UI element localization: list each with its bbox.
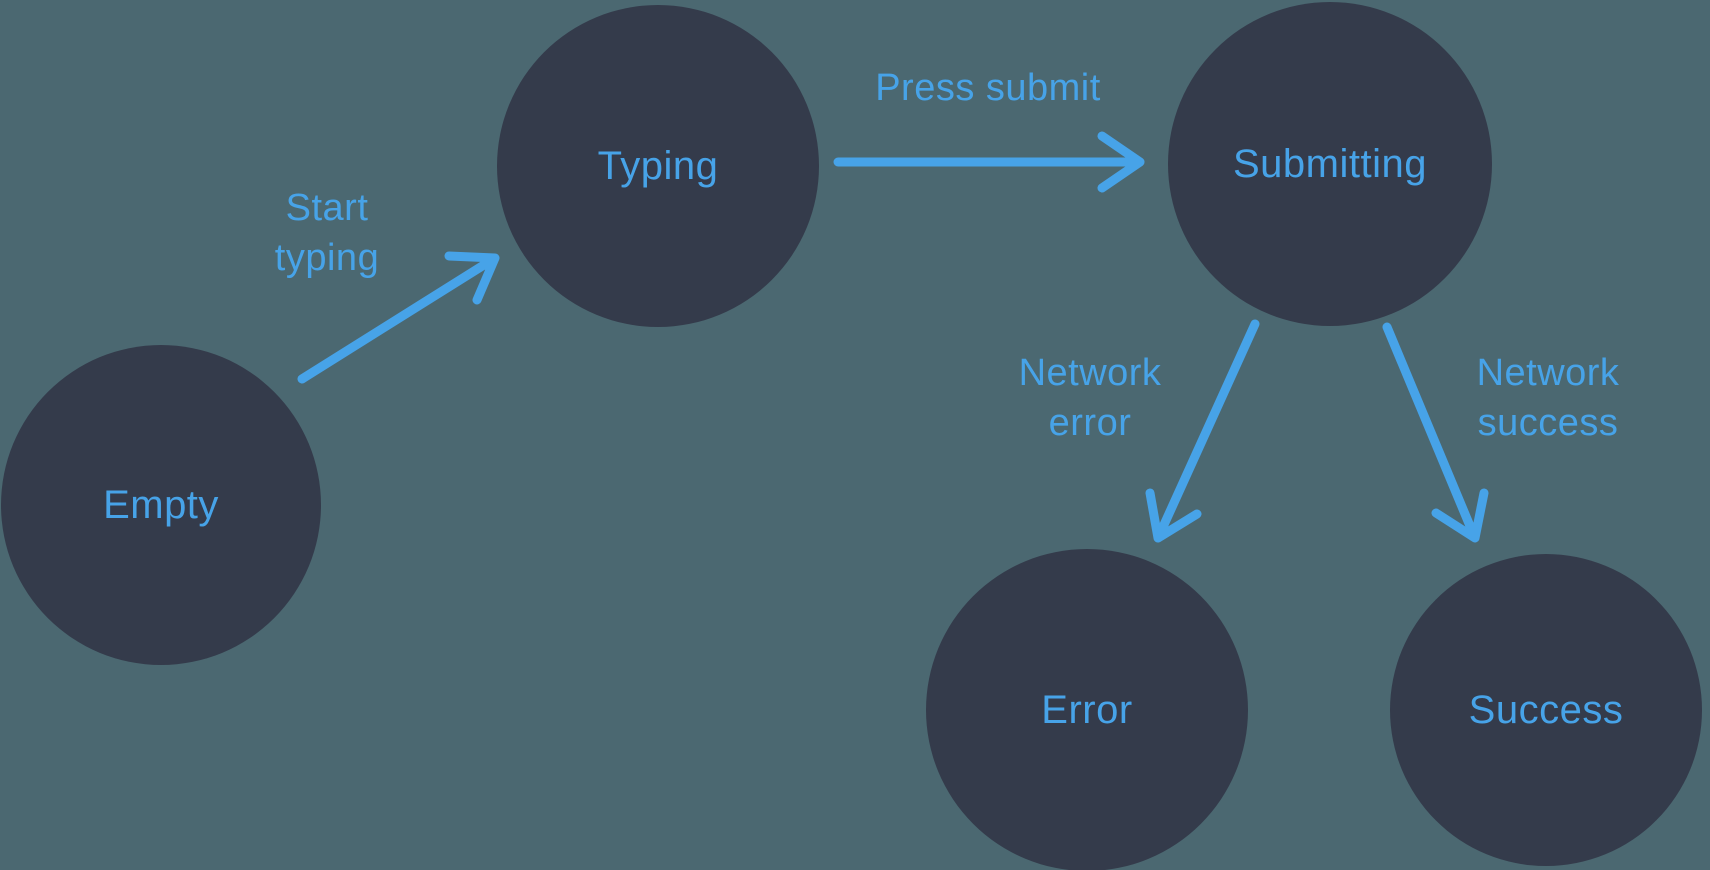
arrow-network-error bbox=[1145, 319, 1260, 543]
state-label-error: Error bbox=[1041, 687, 1133, 732]
state-node-empty: Empty bbox=[1, 345, 321, 665]
arrow-network-success bbox=[1382, 322, 1489, 543]
state-node-submitting: Submitting bbox=[1168, 2, 1492, 326]
transition-label-start-typing: Start typing bbox=[274, 187, 380, 279]
state-label-empty: Empty bbox=[103, 482, 219, 527]
state-label-submitting: Submitting bbox=[1233, 141, 1427, 186]
state-node-typing: Typing bbox=[497, 5, 819, 327]
arrow-start-typing bbox=[297, 251, 500, 384]
state-label-success: Success bbox=[1468, 687, 1624, 732]
state-node-success: Success bbox=[1390, 554, 1702, 866]
arrow-press-submit bbox=[833, 131, 1145, 193]
transition-label-press-submit: Press submit bbox=[875, 67, 1101, 109]
transition-label-network-error: Network error bbox=[1018, 352, 1162, 444]
state-label-typing: Typing bbox=[597, 143, 719, 188]
state-node-error: Error bbox=[926, 549, 1248, 870]
transition-label-network-success: Network success bbox=[1476, 352, 1620, 444]
